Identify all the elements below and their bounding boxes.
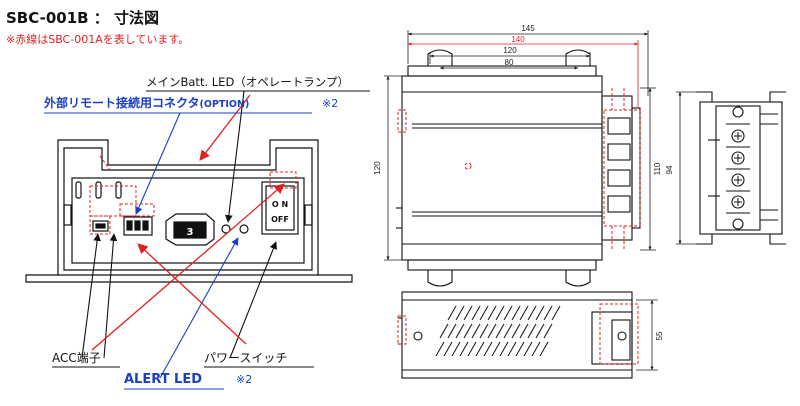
label-main-batt-led: メインBatt. LED（オペレートランプ） bbox=[146, 75, 349, 89]
bottom-view bbox=[398, 291, 633, 379]
label-power-switch: パワースイッチ bbox=[204, 351, 287, 365]
label-ext-remote-note: ※2 bbox=[322, 97, 338, 110]
top-view-red-outline bbox=[397, 88, 641, 250]
dim-140: 140 bbox=[511, 35, 525, 44]
front-view bbox=[25, 139, 353, 283]
dim-55: 55 bbox=[655, 331, 664, 340]
dim-110: 110 bbox=[653, 162, 662, 175]
switch-off-label: OFF bbox=[271, 215, 289, 224]
dim-94: 94 bbox=[665, 165, 674, 174]
bottom-view-vents bbox=[435, 305, 561, 357]
label-acc-terminal: ACC端子 bbox=[52, 351, 101, 365]
top-view-dimensions bbox=[384, 30, 656, 261]
end-view-screw-marks bbox=[734, 132, 742, 206]
switch-on-label: O N bbox=[272, 200, 288, 209]
knob-number: 3 bbox=[187, 227, 194, 238]
label-ext-remote: 外部リモート接続用コネクタ(OPTION) bbox=[44, 95, 249, 110]
dim-80: 80 bbox=[505, 58, 514, 67]
bottom-view-red-outline bbox=[397, 303, 639, 365]
dim-120-side: 120 bbox=[373, 161, 382, 175]
top-view bbox=[396, 49, 641, 287]
dim-145: 145 bbox=[521, 24, 535, 33]
end-view bbox=[696, 91, 786, 245]
dim-120-top: 120 bbox=[503, 46, 517, 55]
red-line-note: ※赤線はSBC-001Aを表しています。 bbox=[6, 32, 189, 46]
label-alert-led-note: ※2 bbox=[236, 373, 252, 386]
label-alert-led: ALERT LED bbox=[124, 372, 202, 387]
page-title: SBC-001B ： 寸法図 bbox=[6, 9, 159, 27]
